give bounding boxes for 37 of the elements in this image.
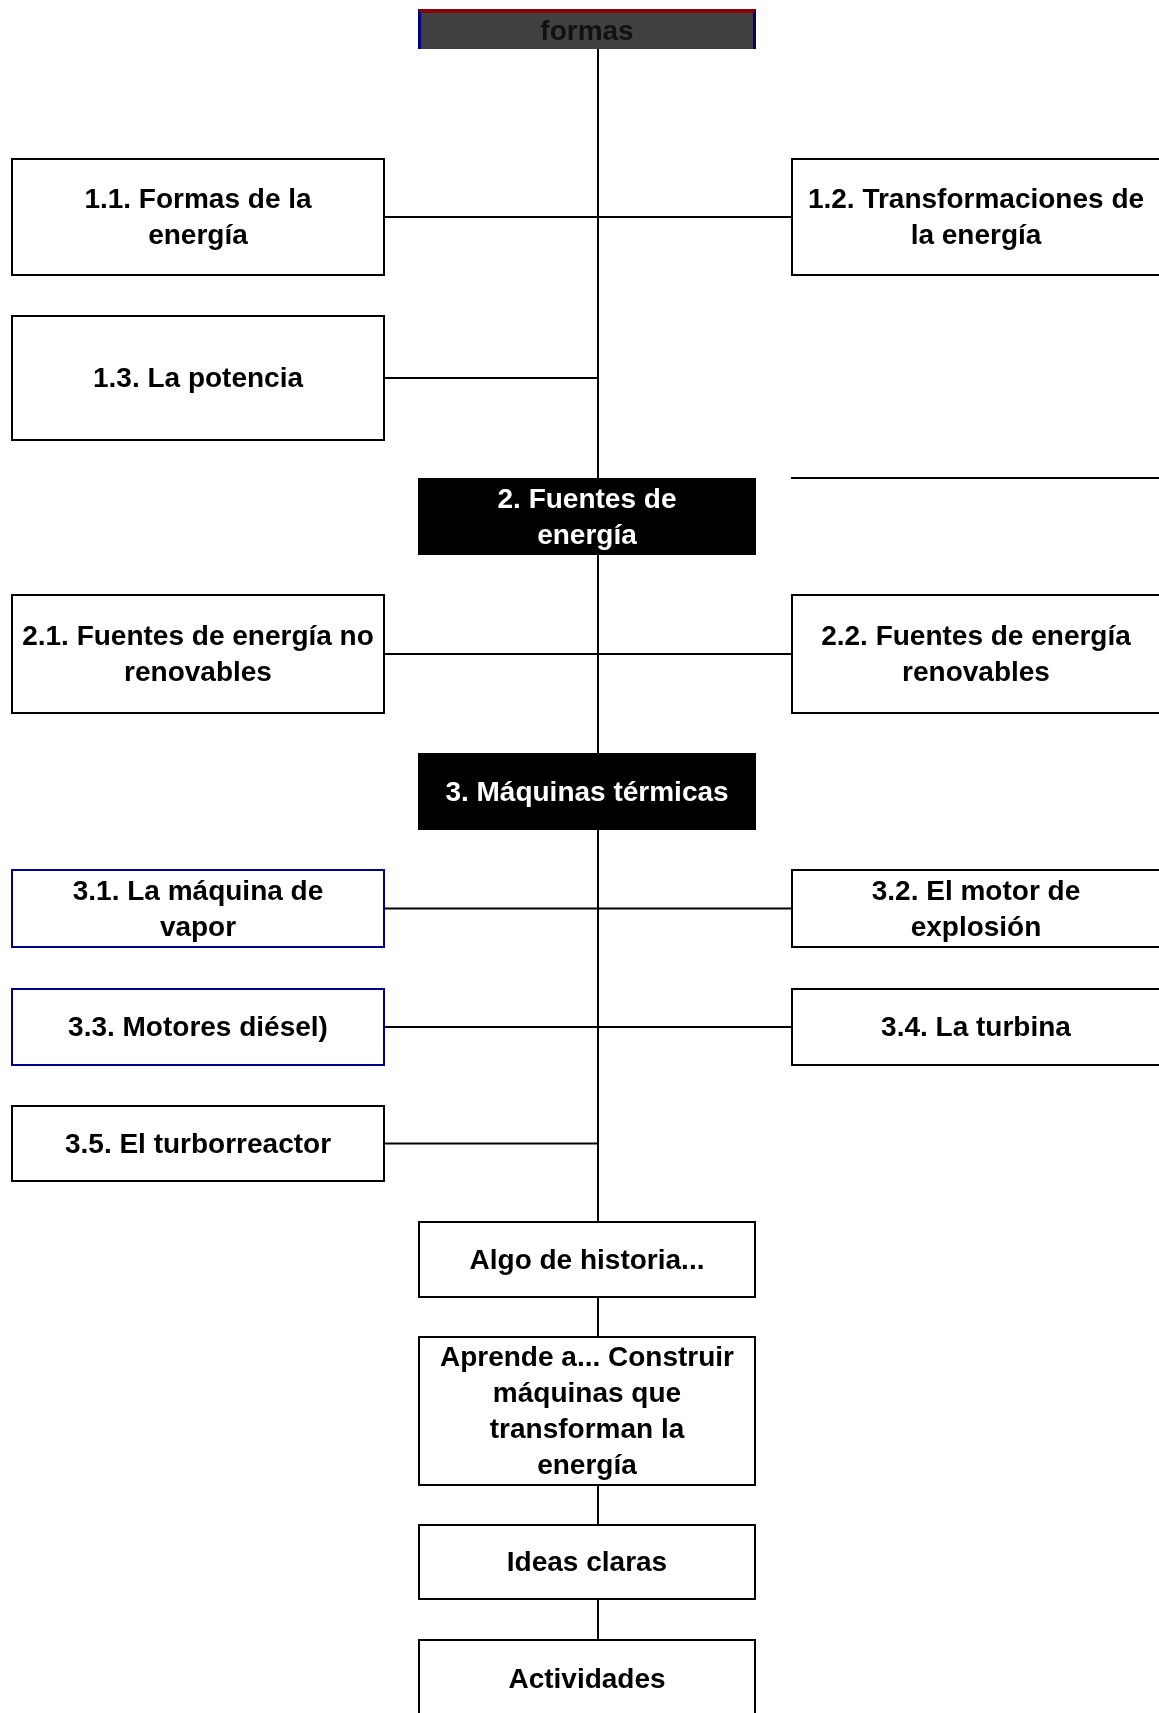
box-label: 3.3. Motores diésel) [68,1010,328,1044]
box-label: 3.4. La turbina [881,1010,1071,1044]
box-label: Actividades [508,1662,666,1696]
box-label: 1.3. La potencia [92,361,304,395]
box-label: 3.1. La máquina de vapor [71,873,325,944]
box-label: 2.2. Fuentes de energía renovables [820,619,1132,689]
topic-box [418,1639,756,1713]
connector-line [597,1599,599,1640]
topic-box [418,1524,756,1600]
topic-box [791,158,1159,276]
box-label: 1.1. Formas de la energía [83,182,313,252]
box-label: Algo de historia... [469,1242,705,1277]
topic-box [791,988,1159,1066]
box-label: 2.1. Fuentes de energía no renovables [21,619,375,689]
topic-box [11,1105,385,1182]
connector-line [597,1485,599,1525]
topic-box [11,158,385,276]
topic-box [418,1336,756,1486]
section-box [418,753,756,830]
box-label: 3.2. El motor de explosión [870,873,1082,944]
box-label: 3. Máquinas térmicas [445,774,729,809]
connector-line [597,554,599,754]
topic-box [791,869,1159,948]
box-label: Ideas claras [506,1545,668,1579]
connector-line [597,1297,599,1337]
topic-box [11,315,385,441]
box-label: 2. Fuentes de energía [496,481,678,552]
box-label: 1.2. Transformaciones de la energía [806,182,1146,252]
topic-box [418,1221,756,1298]
box-label: Aprende a... Construir máquinas que transforman la energía [438,1340,735,1482]
box-label: 3.5. El turborreactor [64,1126,332,1161]
topic-box [791,594,1159,714]
title-box [418,9,756,49]
topic-box [11,869,385,948]
topic-box [11,594,385,714]
topic-box [11,988,385,1066]
section-box [418,478,756,555]
